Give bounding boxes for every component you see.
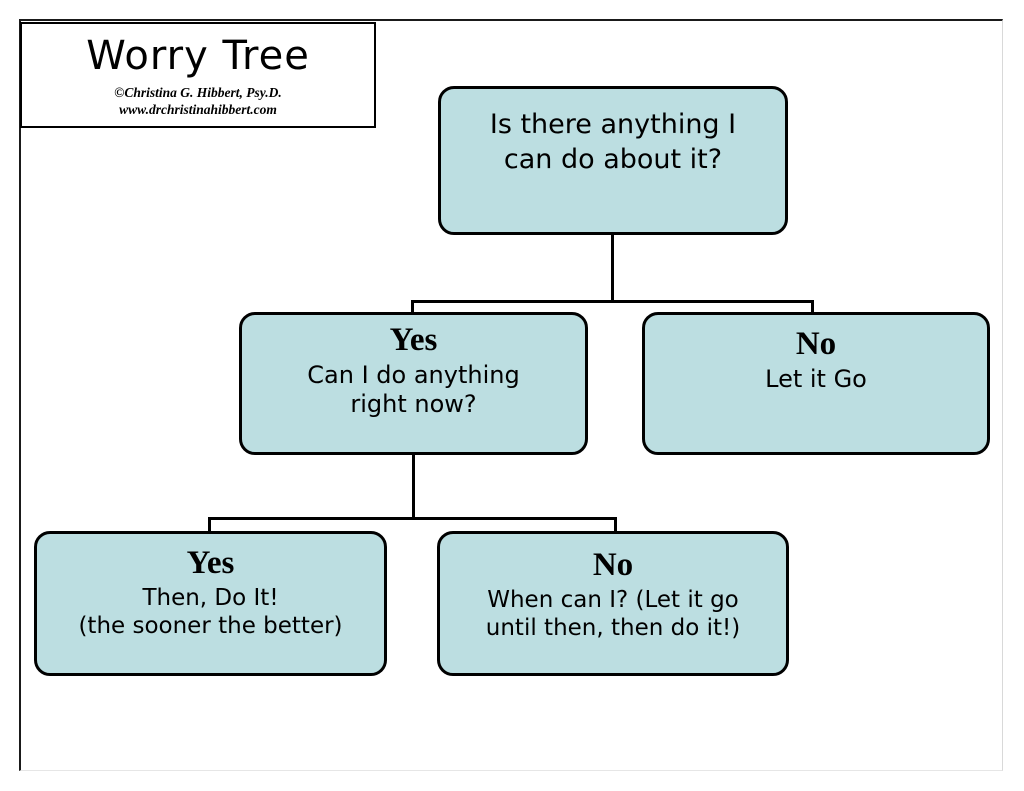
connector-root-stem (611, 235, 614, 303)
connector-yes-level1-stem (412, 455, 415, 520)
connector-drop-no-level1 (811, 300, 814, 316)
credit-website: www.drchristinahibbert.com (119, 101, 277, 117)
title-block: Worry Tree ©Christina G. Hibbert, Psy.D.… (20, 22, 376, 128)
node-yes-level1[interactable]: Yes Can I do anything right now? (239, 312, 588, 455)
connector-level2-bar (411, 300, 814, 303)
node-yes-level1-text: Can I do anything right now? (307, 360, 520, 418)
node-yes-level2-heading: Yes (186, 545, 235, 581)
node-root-question[interactable]: Is there anything I can do about it? (438, 86, 788, 235)
node-no-level1-heading: No (795, 326, 837, 362)
connector-drop-yes-level1 (411, 300, 414, 316)
connector-drop-yes-level2 (208, 517, 211, 535)
connector-level3-bar (208, 517, 617, 520)
node-no-level1-text: Let it Go (765, 364, 867, 393)
node-yes-level1-heading: Yes (389, 322, 438, 358)
page-title: Worry Tree (86, 33, 310, 79)
node-root-text: Is there anything I can do about it? (489, 109, 737, 176)
node-no-level2-heading: No (592, 547, 634, 583)
node-yes-level2-text: Then, Do It! (the sooner the better) (78, 584, 343, 639)
node-no-level2[interactable]: No When can I? (Let it go until then, th… (437, 531, 789, 676)
connector-drop-no-level2 (614, 517, 617, 535)
node-no-level2-text: When can I? (Let it go until then, then … (485, 586, 741, 641)
node-yes-level2[interactable]: Yes Then, Do It! (the sooner the better) (34, 531, 387, 676)
credit-author: ©Christina G. Hibbert, Psy.D. (114, 85, 282, 100)
node-no-level1[interactable]: No Let it Go (642, 312, 990, 455)
